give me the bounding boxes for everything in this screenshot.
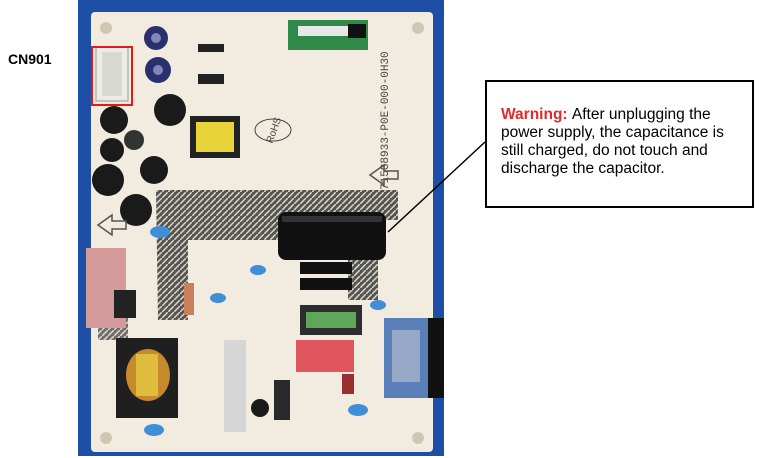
pcb-photo: RoHS 715G8933-P0E-000-0H30	[78, 0, 444, 456]
bulk-capacitor	[278, 212, 386, 260]
connector-label: CN901	[8, 51, 52, 67]
warning-label: Warning:	[501, 106, 572, 123]
warning-callout: Warning: After unplugging the power supp…	[485, 80, 754, 208]
part-number: 715G8933-P0E-000-0H30	[380, 51, 392, 190]
warning-text: After unplugging the power supply, the c…	[501, 106, 724, 177]
